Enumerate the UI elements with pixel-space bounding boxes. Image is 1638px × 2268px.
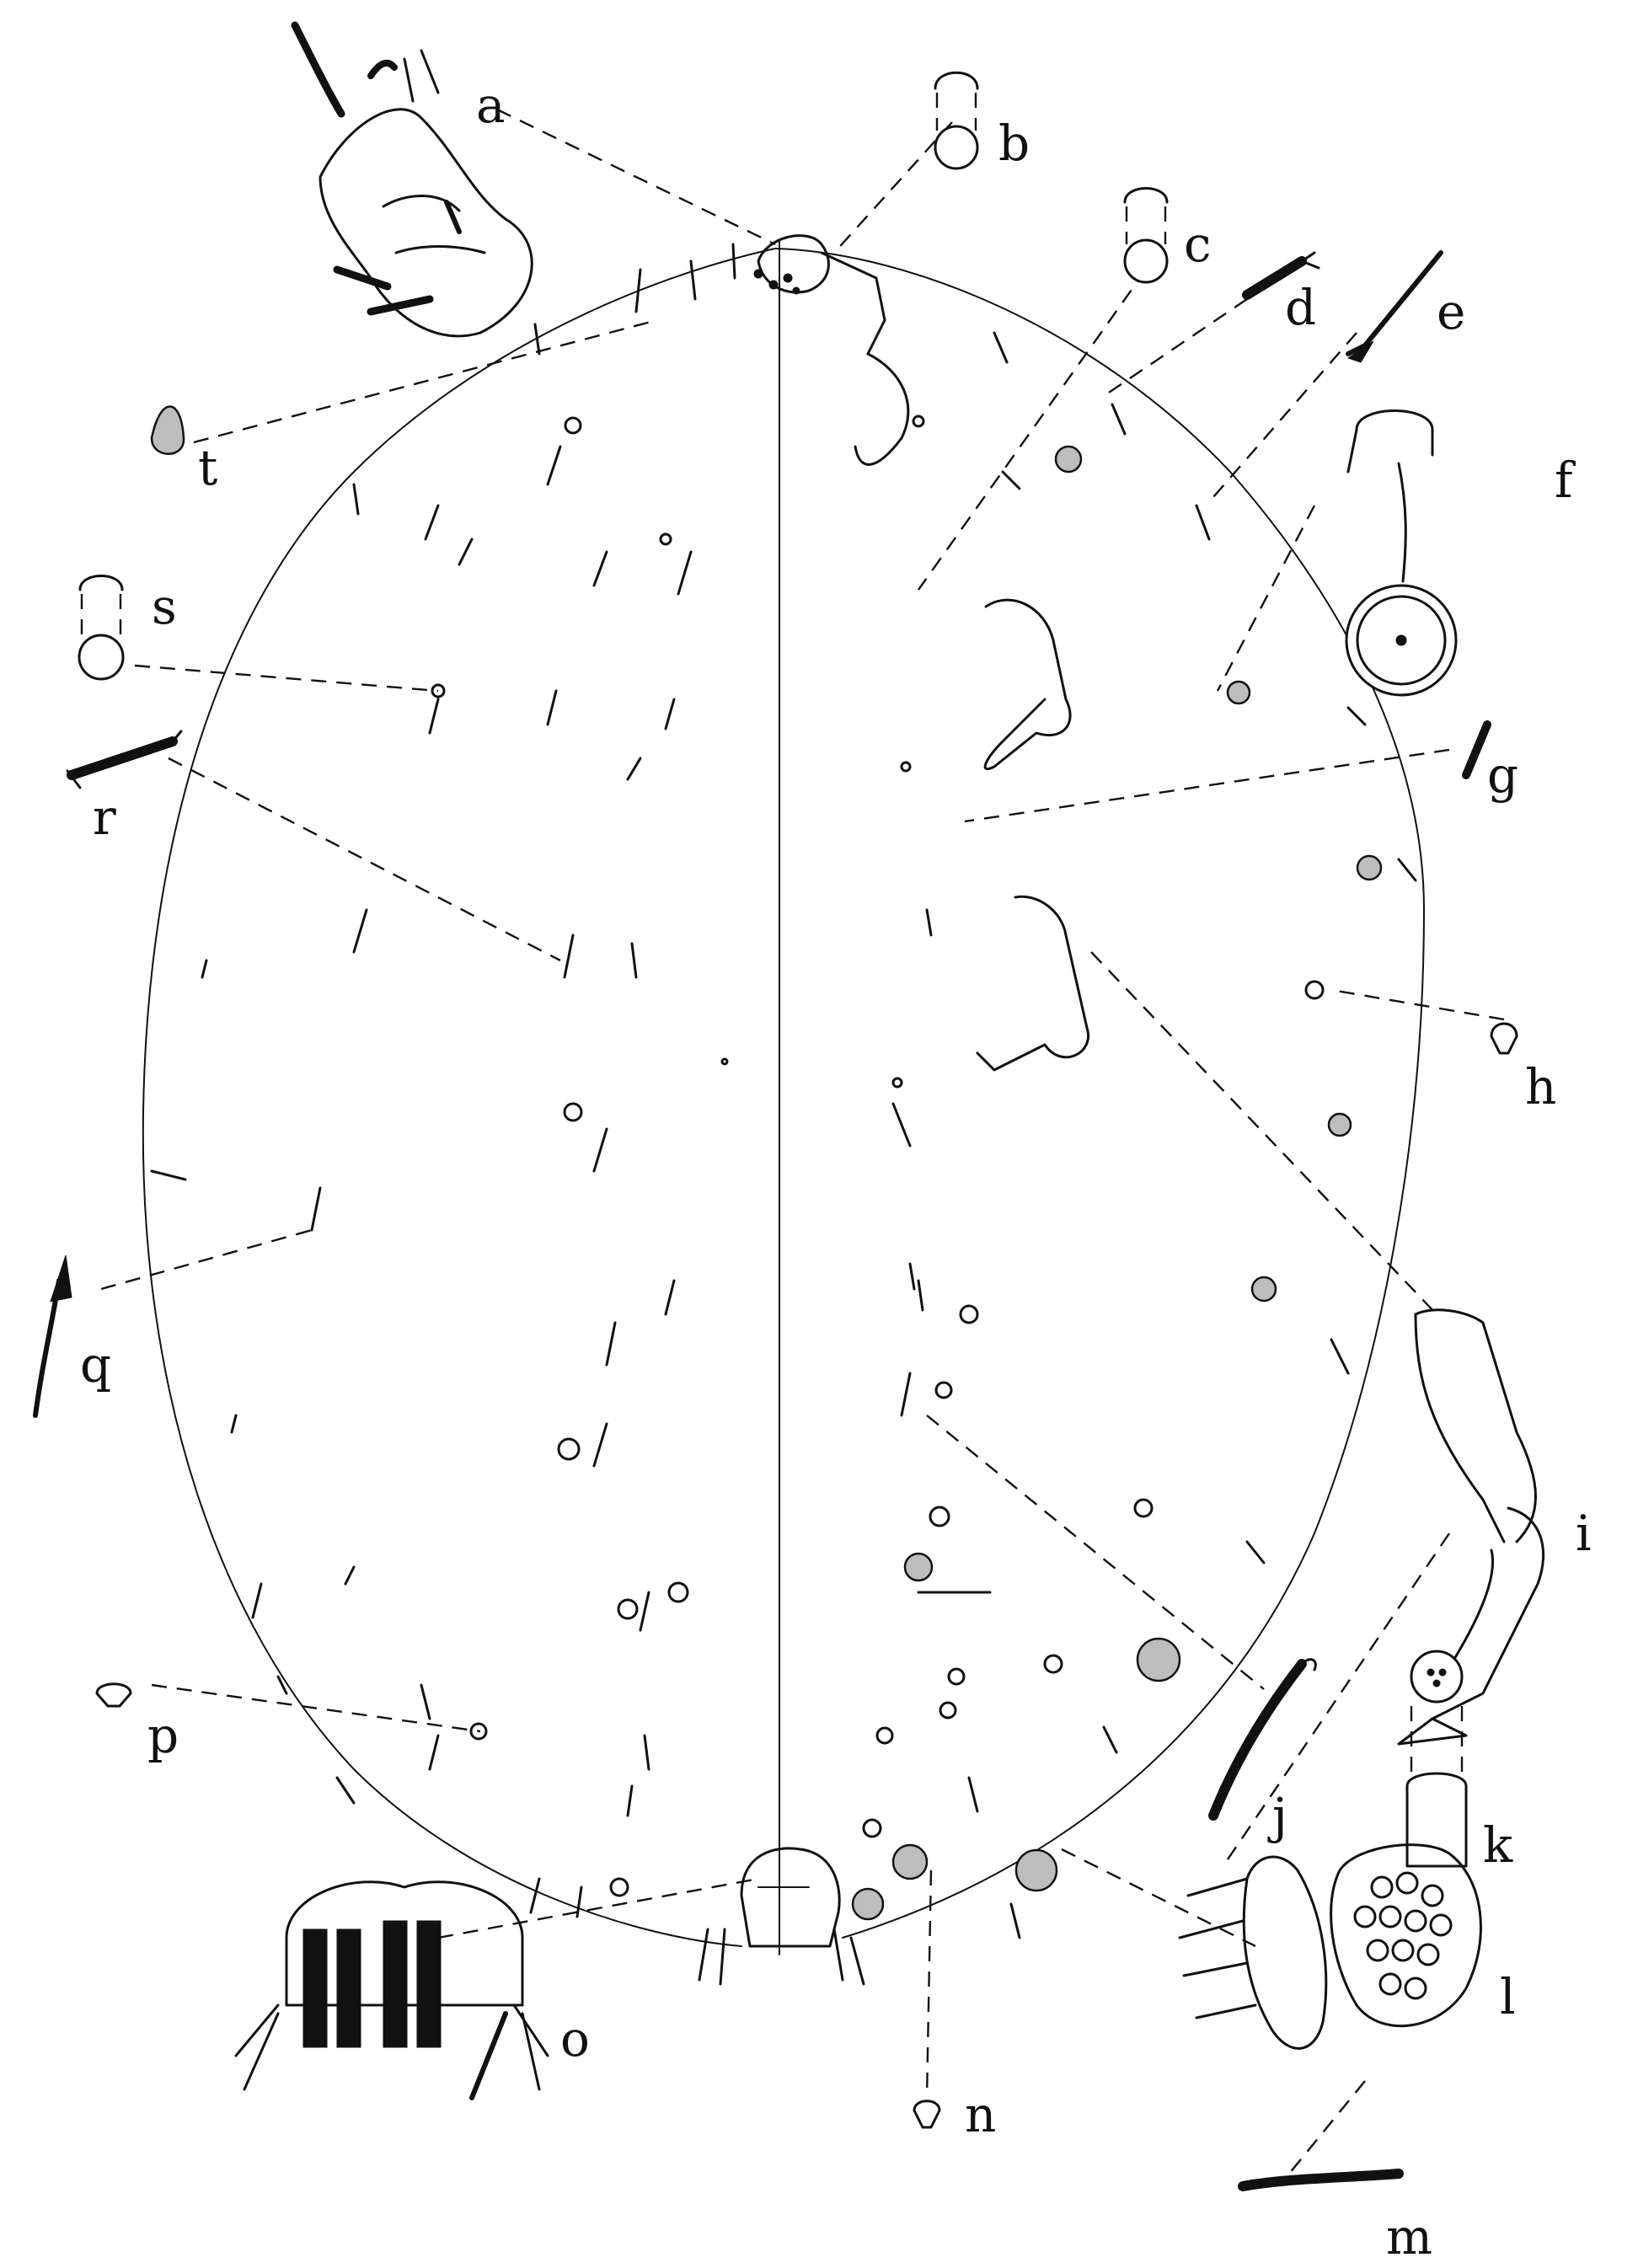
detail-g-seta — [1462, 720, 1491, 779]
head-region — [753, 234, 910, 466]
dorsal-pores — [431, 416, 729, 1897]
label-q: q — [80, 1336, 111, 1393]
label-h: h — [1525, 1058, 1556, 1115]
ventral-pores — [851, 415, 1383, 1921]
detail-c-pore — [1123, 187, 1169, 284]
detail-j-seta — [1208, 1658, 1317, 1821]
label-b: b — [998, 115, 1030, 172]
label-j: j — [1267, 1787, 1287, 1844]
label-n: n — [965, 2086, 996, 2143]
detail-b-pore — [934, 71, 979, 170]
label-a: a — [476, 77, 506, 134]
detail-n-pore — [913, 2100, 941, 2129]
label-p: p — [147, 1707, 179, 1764]
label-l: l — [1500, 1968, 1516, 2025]
detail-r-seta — [66, 730, 183, 789]
label-m: m — [1386, 2208, 1432, 2265]
label-i: i — [1576, 1505, 1592, 1562]
leader-lines — [100, 108, 1505, 2174]
detail-o-anal-ring — [234, 1880, 549, 2100]
label-g: g — [1487, 746, 1518, 804]
label-d: d — [1285, 279, 1316, 336]
label-f: f — [1555, 452, 1576, 509]
detail-t-pore — [150, 405, 185, 455]
detail-a-antenna — [291, 21, 533, 338]
ventral-setae — [900, 331, 1417, 1939]
detail-d-seta — [1242, 251, 1320, 300]
detail-l-pore-cluster — [1178, 1843, 1482, 2050]
detail-f-tubular-duct — [1345, 409, 1458, 697]
detail-s-pore — [78, 575, 125, 681]
label-c: c — [1184, 216, 1211, 273]
detail-k-duct — [1405, 1650, 1468, 1868]
label-s: s — [152, 578, 177, 635]
label-e: e — [1437, 283, 1465, 340]
label-t: t — [198, 439, 217, 496]
dorsal-setae — [150, 243, 736, 1918]
anal-ring-region — [698, 1847, 865, 1986]
label-r: r — [93, 789, 116, 846]
detail-h-pore — [1490, 1022, 1518, 1055]
panel-labels: a b c d e f g h i j k l m n o p q r s t — [80, 77, 1592, 2265]
ventral-legs — [891, 598, 1090, 1291]
detail-e-seta — [1346, 250, 1443, 363]
body-outline — [142, 248, 1426, 1947]
detail-q-seta — [33, 1254, 72, 1418]
label-k: k — [1483, 1816, 1513, 1874]
detail-m-seta — [1238, 2169, 1404, 2191]
detail-p-pore — [95, 1682, 132, 1708]
label-o: o — [560, 2010, 590, 2067]
